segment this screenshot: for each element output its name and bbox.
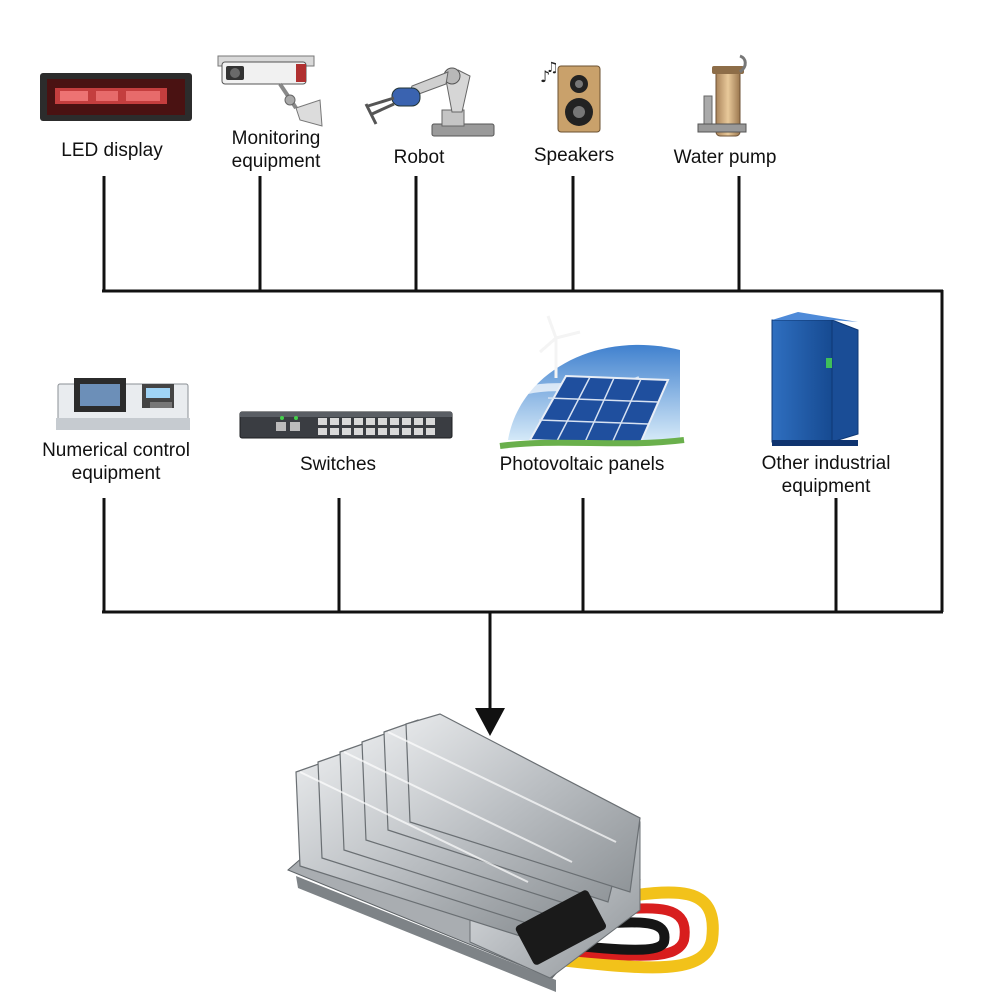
label-other-industrial-equipment: Other industrial equipment [761, 453, 891, 497]
speaker-icon: ♪ ♫ [540, 60, 601, 133]
svg-text:♫: ♫ [546, 60, 559, 76]
water-pump-icon [697, 54, 747, 137]
label-photovoltaic-panels: Photovoltaic panels [499, 454, 665, 475]
label-speakers: Speakers [533, 145, 615, 166]
label-switches: Switches [299, 454, 377, 475]
arrowhead [475, 708, 505, 736]
label-robot: Robot [393, 147, 445, 168]
industrial-cabinet-icon [771, 312, 859, 446]
security-camera-icon [217, 55, 323, 127]
connector-lines [102, 176, 944, 712]
label-water-pump: Water pump [673, 147, 777, 168]
network-switch-icon [239, 411, 453, 439]
robot-arm-icon [364, 67, 495, 137]
svg-text:♪: ♪ [540, 67, 550, 86]
label-monitoring-equipment: Monitoring equipment [231, 128, 321, 172]
led-display-icon [40, 73, 192, 121]
solar-panel-icon [499, 315, 685, 449]
label-numerical-control-equipment: Numerical control equipment [42, 440, 190, 484]
dc-converter-module-icon [287, 713, 719, 992]
label-led-display: LED display [61, 140, 163, 161]
cnc-machine-icon [56, 378, 190, 430]
